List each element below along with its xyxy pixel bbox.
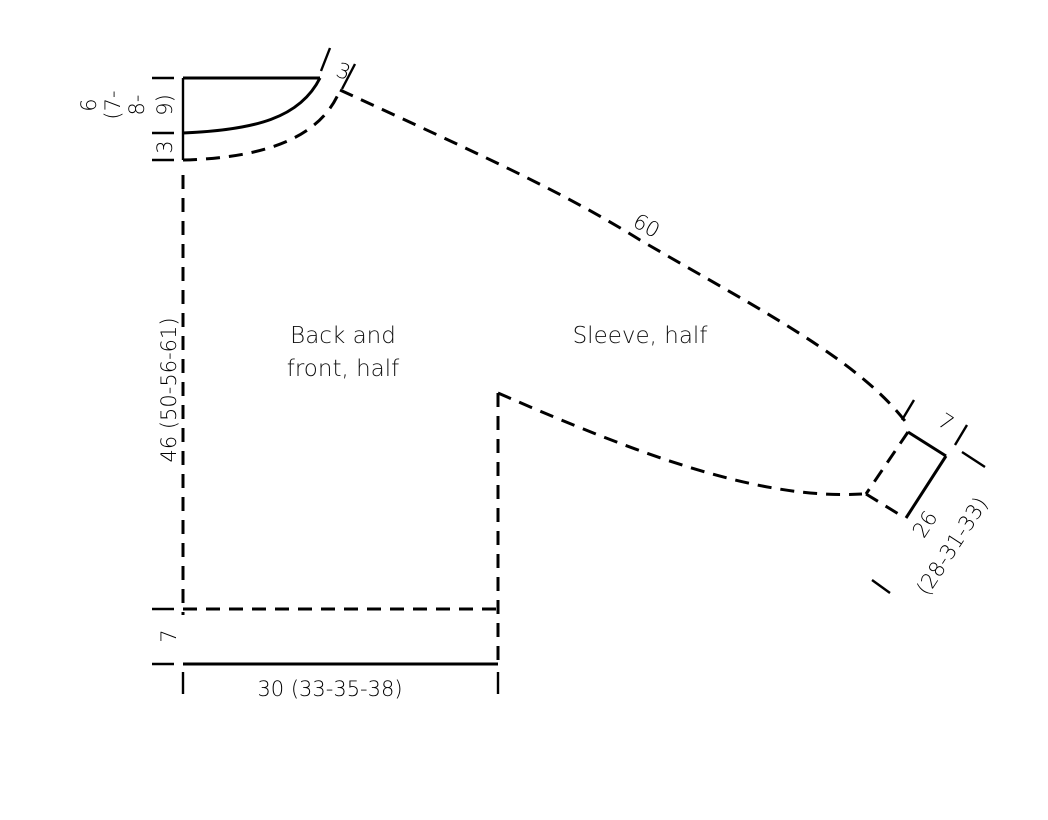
cuff-label: 7 xyxy=(934,408,958,435)
neck-lower-label: 3 xyxy=(153,140,177,153)
tick-neck-edge-a xyxy=(319,47,332,72)
body-title-line2: front, half xyxy=(287,356,400,382)
neck-depth-label-3: 8- xyxy=(125,95,149,116)
neck-depth-label-1: 6 xyxy=(77,98,101,111)
tick-cuff-b xyxy=(953,424,969,446)
body-width-label: 30 (33-35-38) xyxy=(257,677,402,701)
tick-neck-edge-b xyxy=(340,63,357,90)
neck-curve-solid xyxy=(182,77,322,135)
body-title-line1: Back and xyxy=(290,323,396,349)
cuff-outer-solid xyxy=(904,455,948,519)
tick-wrist-b xyxy=(871,579,891,594)
tick-wrist-a xyxy=(961,450,986,469)
tick-cuff-a xyxy=(900,399,916,421)
cuff-inner-dashed xyxy=(864,431,910,495)
neck-depth-label-4: 9) xyxy=(153,94,177,116)
wrist-label-1: 26 xyxy=(908,506,943,541)
neck-depth-label-2: (7- xyxy=(101,90,125,119)
neck-curve-dashed xyxy=(182,89,342,162)
rib-height-label: 7 xyxy=(157,629,181,642)
body-length-label: 46 (50-56-61) xyxy=(157,317,181,462)
sleeve-bottom-line xyxy=(497,391,863,497)
sleeve-top-line xyxy=(339,88,910,426)
cuff-top-solid xyxy=(907,430,947,458)
cuff-lower-dashed xyxy=(865,492,906,520)
sleeve-title: Sleeve, half xyxy=(573,323,709,349)
